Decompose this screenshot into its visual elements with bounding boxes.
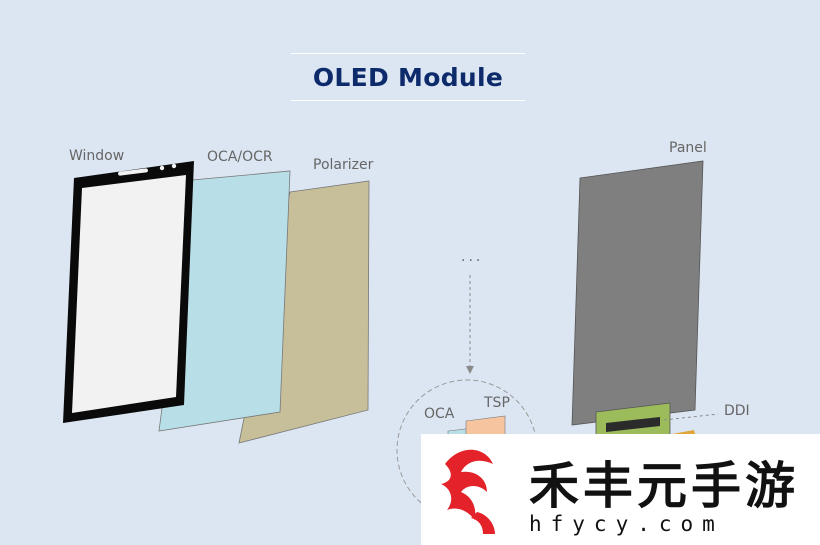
ddi-label: DDI [724,403,750,419]
camera-dot-2 [171,163,177,169]
watermark-domain: hfycy.com [529,512,724,536]
title-frame: OLED Module [291,53,525,101]
ellipsis-dots: ... [461,249,484,265]
tsp-label: TSP [484,395,510,411]
window-screen [72,175,186,413]
arrow-head [466,366,474,374]
panel-layer [571,160,704,426]
oca-ocr-label: OCA/OCR [207,149,273,165]
dragon-logo-icon [441,449,495,534]
camera-dot-1 [159,165,165,171]
diagram-title: OLED Module [312,62,504,92]
watermark-banner: 禾丰元手游 hfycy.com [421,434,820,545]
ddi-leader-line [663,413,719,421]
panel-label: Panel [669,140,707,156]
oca-label: OCA [424,406,455,422]
window-label: Window [69,148,125,164]
polarizer-label: Polarizer [313,157,374,173]
watermark-brand: 禾丰元手游 [529,457,799,515]
ddi-chip [606,417,660,432]
speaker-slot [118,168,148,176]
